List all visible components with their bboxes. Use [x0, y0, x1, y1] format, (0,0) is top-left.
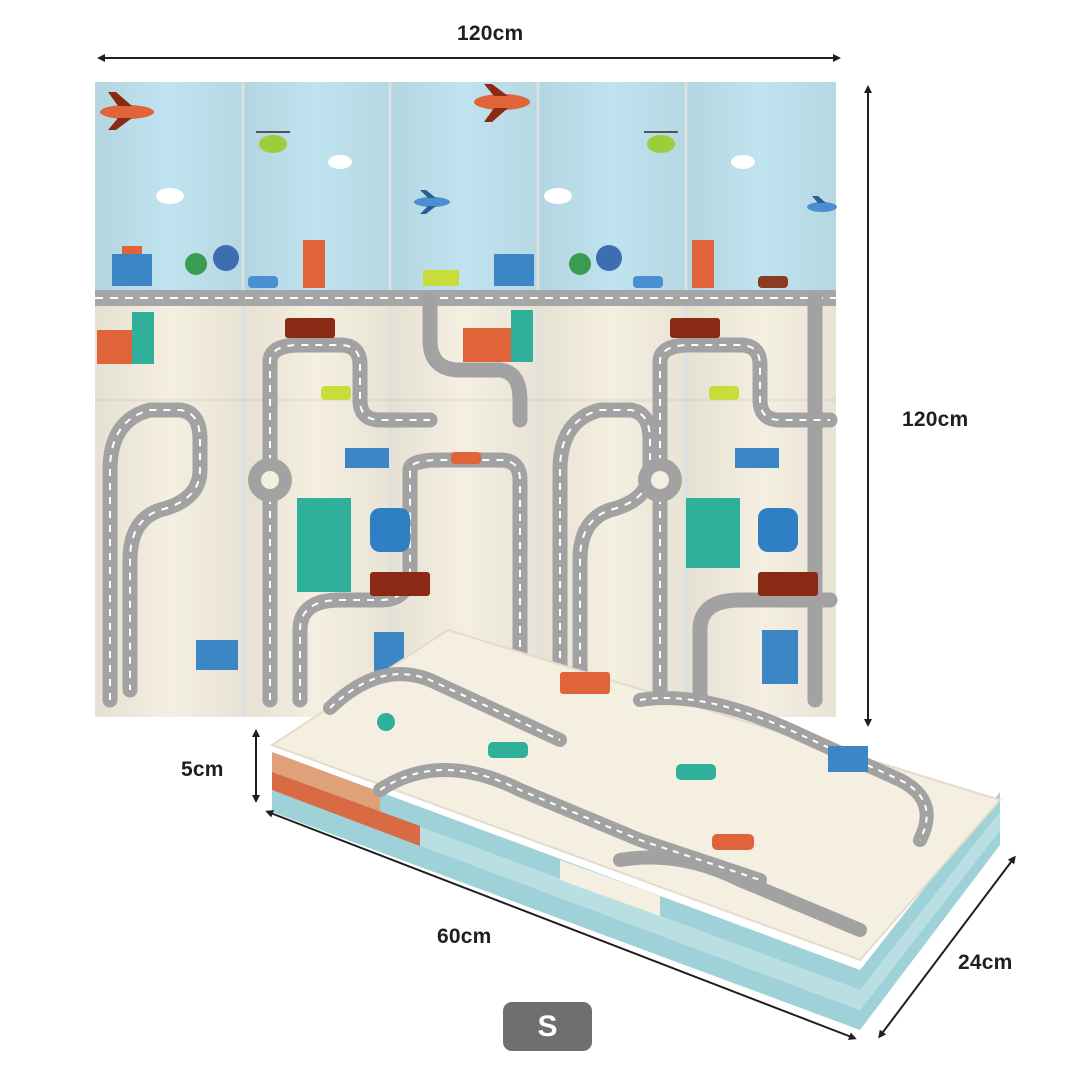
tree-icon: [185, 253, 207, 275]
building-icon: [762, 630, 798, 684]
width-dimension-label: 120cm: [457, 22, 524, 45]
building-icon: [828, 746, 868, 772]
helicopter-icon: [256, 131, 290, 153]
gas-station: [196, 640, 238, 670]
skyline: [112, 240, 714, 288]
bus-icon: [370, 572, 430, 596]
size-badge: S: [503, 1002, 592, 1051]
arrow-folded-length: [265, 810, 857, 1040]
car-icon: [712, 834, 754, 850]
building-icon: [692, 240, 714, 288]
pool: [370, 508, 410, 552]
folded-mat: [269, 628, 1002, 1030]
airplane-icon: [474, 84, 530, 122]
building-icon: [494, 254, 534, 286]
bus-icon: [758, 572, 818, 596]
building-icon: [511, 310, 533, 362]
tennis-court: [297, 498, 351, 592]
car-icon: [451, 452, 481, 464]
truck-icon: [423, 270, 459, 286]
truck-icon: [735, 448, 779, 468]
tree-icon: [377, 713, 395, 731]
airplane-icon: [100, 92, 154, 130]
tree-icon: [569, 253, 591, 275]
car-icon: [633, 276, 663, 288]
height-dimension-label: 120cm: [902, 408, 969, 431]
city-blocks: [97, 310, 798, 684]
vehicles: [248, 270, 818, 596]
folded-width-label: 24cm: [958, 951, 1013, 974]
building-icon: [560, 672, 610, 694]
airplane-icon: [414, 190, 450, 214]
dimension-arrows: [97, 54, 1016, 1040]
tree-icon: [213, 245, 239, 271]
fire-truck-icon: [670, 318, 720, 338]
building-icon: [132, 312, 154, 364]
building-icon: [112, 254, 152, 286]
building-icon: [97, 330, 135, 364]
airplane-icon: [807, 196, 837, 212]
car-icon: [248, 276, 278, 288]
arrow-folded-width: [878, 855, 1016, 1039]
car-icon: [676, 764, 716, 780]
building-icon: [303, 240, 325, 288]
pool: [758, 508, 798, 552]
car-icon: [488, 742, 528, 758]
car-icon: [758, 276, 788, 288]
helicopter-icon: [644, 131, 678, 153]
unfolded-mat: [95, 82, 838, 717]
truck-icon: [345, 448, 389, 468]
cloud-icon: [156, 155, 755, 204]
building-icon: [463, 328, 511, 362]
tennis-court: [686, 498, 740, 568]
folded-length-label: 60cm: [437, 925, 492, 948]
tree-icon: [596, 245, 622, 271]
car-icon: [321, 386, 351, 400]
horizon-road: [95, 290, 836, 306]
fire-truck-icon: [285, 318, 335, 338]
car-icon: [709, 386, 739, 400]
thickness-dimension-label: 5cm: [181, 758, 224, 781]
